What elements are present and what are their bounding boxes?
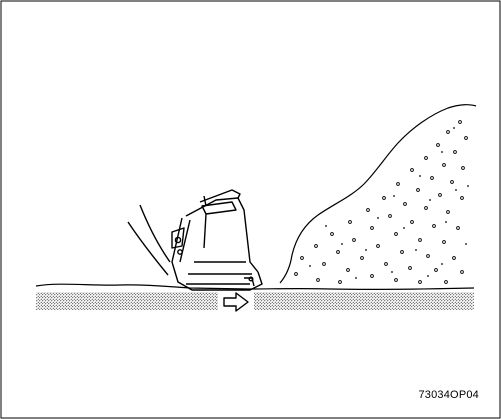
ground-hatch-right xyxy=(254,292,474,310)
ground-hatch-left xyxy=(36,292,218,310)
gravel-pile-icon xyxy=(280,105,476,284)
bucket-icon xyxy=(128,190,262,290)
figure-caption: 73034OP04 xyxy=(418,389,479,401)
right-arrow-icon xyxy=(224,293,248,311)
